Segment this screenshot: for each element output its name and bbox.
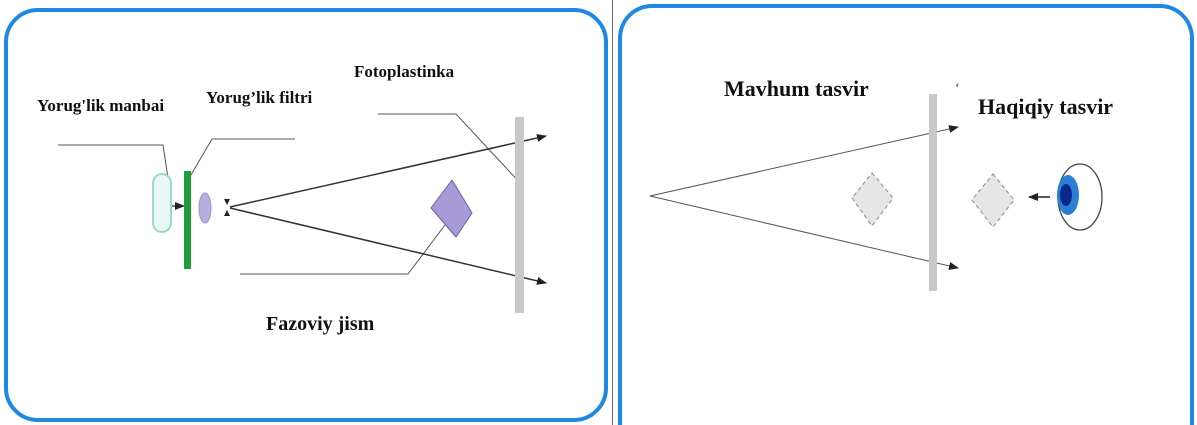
photo-plate-leader bbox=[378, 113, 523, 186]
real-image bbox=[971, 173, 1015, 228]
reconstruct-beam-lower bbox=[649, 195, 959, 270]
reconstruct-beam-upper bbox=[649, 125, 959, 197]
eye-icon bbox=[1057, 163, 1103, 231]
panel-divider bbox=[612, 0, 613, 425]
spatial-object-label: Fazoviy jism bbox=[266, 313, 375, 335]
focal-point bbox=[224, 199, 230, 216]
real-image-label: Haqiqiy tasvir bbox=[978, 94, 1114, 119]
photo-plate bbox=[515, 117, 524, 313]
light-source-label: Yorug'lik manbai bbox=[37, 96, 165, 115]
light-source-leader bbox=[58, 144, 169, 179]
spatial-object bbox=[430, 179, 473, 238]
beam-upper bbox=[229, 134, 547, 208]
virtual-image-label: Mavhum tasvir bbox=[724, 76, 869, 101]
light-filter bbox=[184, 171, 191, 269]
light-source bbox=[152, 173, 172, 233]
light-filter-leader bbox=[187, 138, 213, 181]
plate-mark: ‘ bbox=[955, 81, 960, 96]
object-leader bbox=[240, 224, 446, 275]
leader-lines-left bbox=[58, 113, 523, 275]
hologram-plate bbox=[929, 94, 937, 291]
beam-lower bbox=[229, 207, 547, 285]
virtual-image bbox=[851, 172, 894, 228]
light-filter-label: Yorug’lik filtri bbox=[206, 88, 313, 107]
lens bbox=[198, 192, 212, 224]
recording-panel bbox=[4, 8, 608, 422]
photo-plate-label: Fotoplastinka bbox=[354, 62, 455, 81]
